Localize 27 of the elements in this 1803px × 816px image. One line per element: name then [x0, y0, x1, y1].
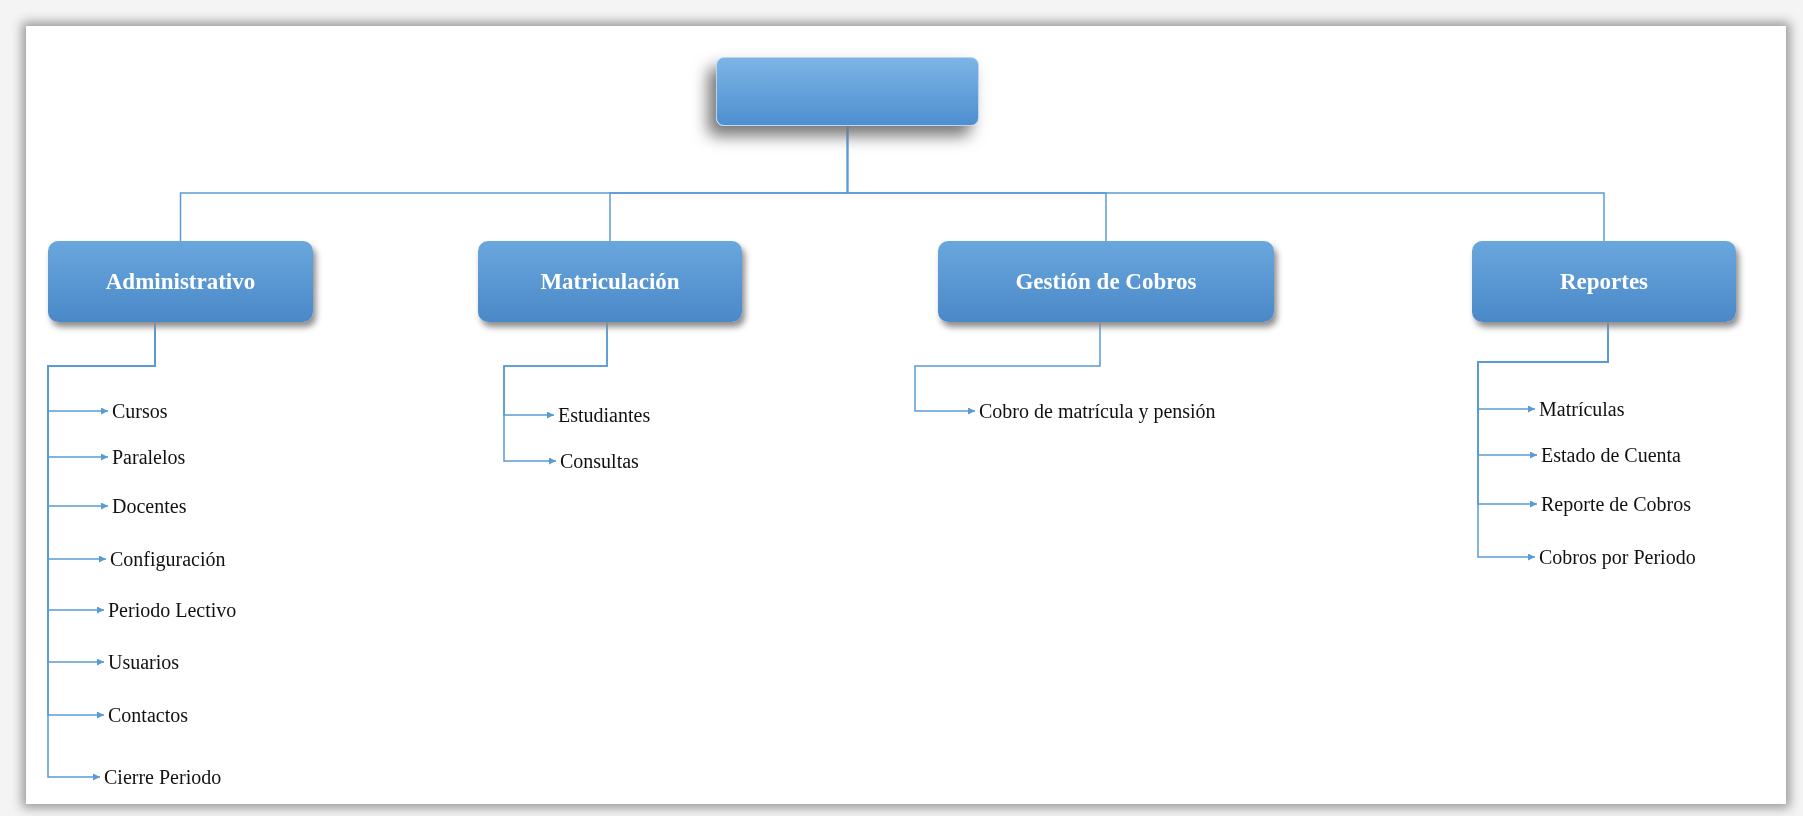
submodule-label: Periodo Lectivo: [108, 598, 237, 622]
submodule-label: Estado de Cuenta: [1541, 443, 1681, 467]
submodule-label: Usuarios: [108, 650, 180, 674]
connector-line: [846, 125, 1605, 242]
submodule-label: Paralelos: [112, 445, 186, 469]
submodule-label: Docentes: [112, 494, 187, 518]
submodule-label: Configuración: [110, 547, 226, 571]
submodule-label: Cursos: [112, 399, 168, 423]
submodule-label: Contactos: [108, 703, 188, 727]
submodule-label: Matrículas: [1539, 397, 1625, 421]
module-label: Reportes: [1559, 268, 1649, 295]
submodule-label: Consultas: [560, 449, 639, 473]
arrow: [503, 321, 608, 465]
submodule-label: Cierre Periodo: [104, 765, 222, 789]
module-box: [1472, 241, 1736, 322]
module-box: [478, 241, 742, 322]
submodule-label: Cobro de matrícula y pensión: [979, 399, 1216, 423]
module-box: [938, 241, 1274, 322]
module-box: [48, 241, 313, 322]
blank-box: [716, 57, 979, 126]
submodule-label: Reporte de Cobros: [1541, 492, 1691, 516]
module-label: Administrativo: [105, 268, 256, 295]
submodule-label: Cobros por Periodo: [1539, 545, 1696, 569]
module-label: Matriculación: [540, 268, 680, 295]
submodule-label: Estudiantes: [558, 403, 651, 427]
arrow: [914, 321, 1101, 415]
module-label: Gestión de Cobros: [1015, 268, 1197, 295]
